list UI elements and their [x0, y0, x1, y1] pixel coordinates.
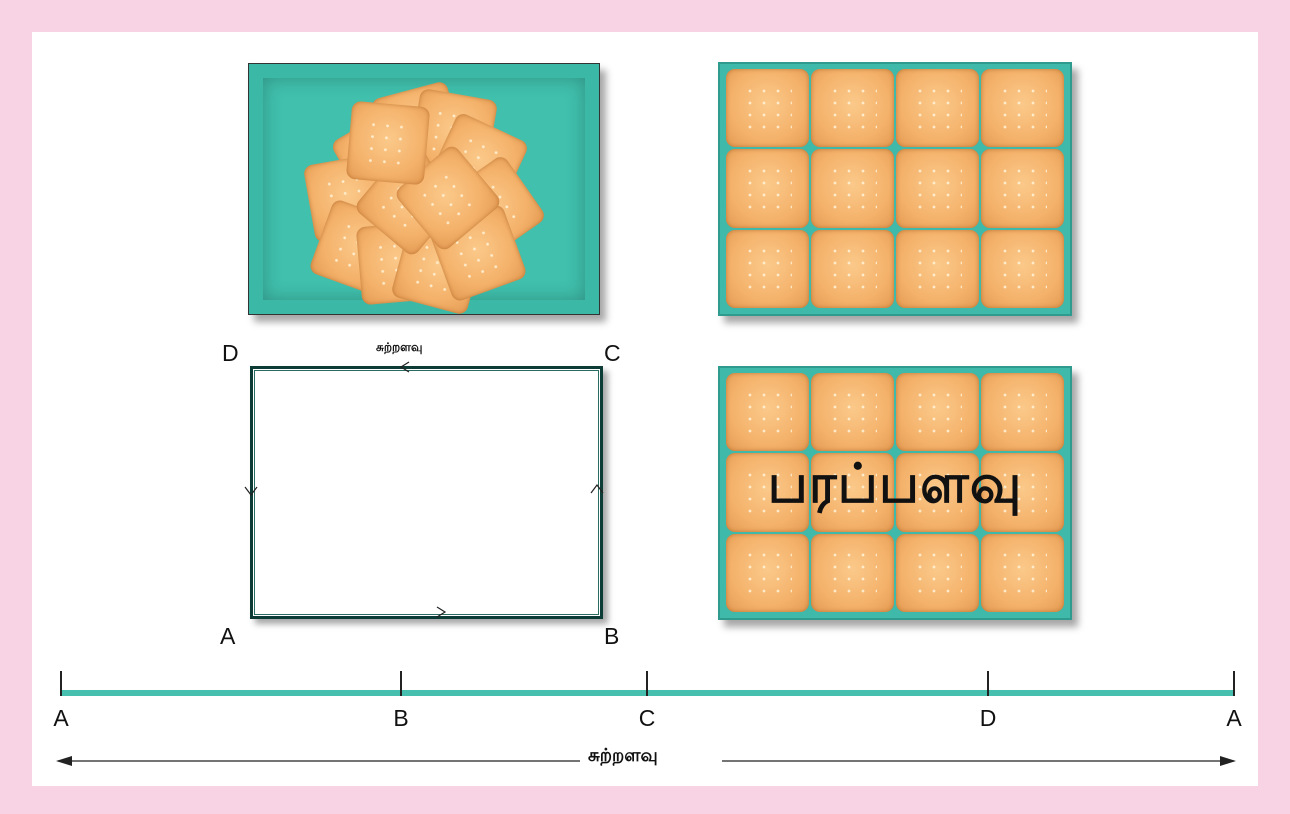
number-line-tick: [987, 671, 989, 696]
number-line-tick: [1233, 671, 1235, 696]
arrow-up-icon: [591, 485, 603, 493]
perimeter-label: சுற்றளவு: [588, 745, 658, 768]
number-line-label: A: [1226, 705, 1241, 732]
arrow-left-icon: [401, 362, 409, 372]
arrowhead-right-icon: [1220, 756, 1236, 766]
number-line-label: B: [393, 705, 408, 732]
number-line-label: C: [639, 705, 656, 732]
number-line-label: A: [53, 705, 68, 732]
number-line-tick: [60, 671, 62, 696]
arrow-right-icon: [437, 607, 445, 617]
number-line-tick: [646, 671, 648, 696]
arrowhead-left-icon: [56, 756, 72, 766]
arrow-down-icon: [245, 487, 257, 495]
perimeter-number-line: [61, 690, 1235, 696]
number-line-tick: [400, 671, 402, 696]
number-line-label: D: [980, 705, 997, 732]
